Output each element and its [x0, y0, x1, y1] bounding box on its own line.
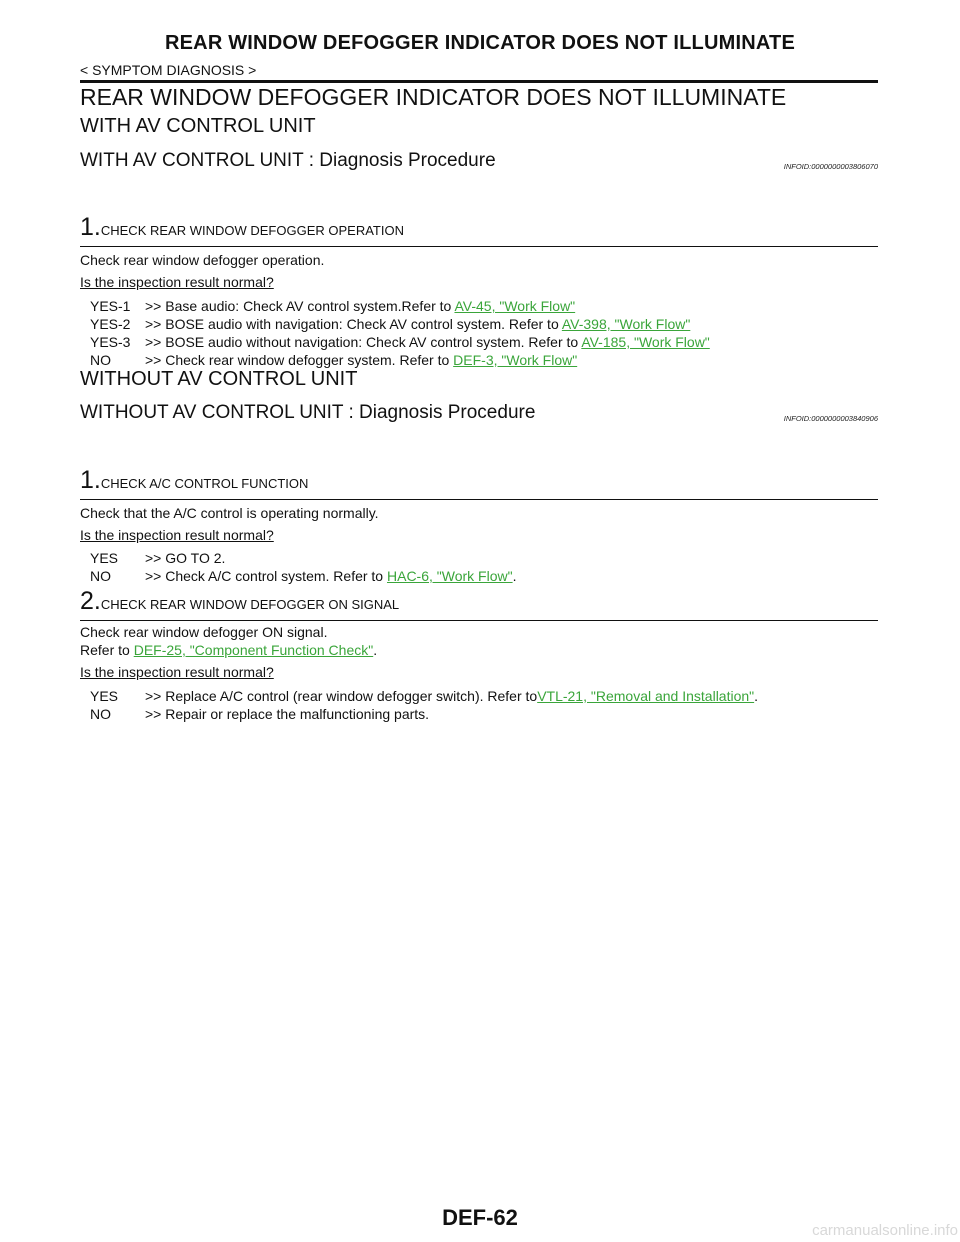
answer-text: >> Base audio: Check AV control system.R…	[145, 298, 455, 314]
step-number: 2	[80, 587, 94, 615]
answer-text: >> BOSE audio with navigation: Check AV …	[145, 316, 562, 332]
answer-text: >> Check A/C control system. Refer to	[145, 568, 387, 584]
answer-suffix: .	[512, 568, 517, 584]
without-av-step-1-question: Is the inspection result normal?	[80, 527, 274, 543]
reference-link[interactable]: AV-45, "Work Flow"	[454, 298, 576, 314]
refer-suffix: .	[373, 642, 378, 658]
with-av-step-1-heading: 1.CHECK REAR WINDOW DEFOGGER OPERATION	[80, 213, 404, 241]
answer-key: YES-1	[90, 298, 131, 314]
header-divider	[80, 80, 878, 83]
step-title: CHECK A/C CONTROL FUNCTION	[100, 476, 309, 491]
answer-text: >> GO TO 2.	[145, 550, 226, 566]
without-av-step-2-instruction: Check rear window defogger ON signal.	[80, 624, 328, 640]
answer-row: NO>> Check A/C control system. Refer to …	[90, 568, 516, 584]
answer-key: YES	[90, 550, 119, 566]
answer-key: NO	[90, 352, 111, 368]
step-number: 1	[80, 466, 94, 494]
page-header-title: REAR WINDOW DEFOGGER INDICATOR DOES NOT …	[165, 32, 795, 54]
step-divider	[80, 620, 878, 621]
answer-text: >> Check rear window defogger system. Re…	[145, 352, 454, 368]
without-av-procedure-title: WITHOUT AV CONTROL UNIT : Diagnosis Proc…	[80, 402, 536, 423]
without-av-step-1-heading: 1.CHECK A/C CONTROL FUNCTION	[80, 466, 309, 494]
answer-row: YES-2 >> BOSE audio with navigation: Chec…	[90, 316, 690, 332]
answer-row: NO >> Repair or replace the malfunctionin…	[90, 706, 429, 722]
with-av-step-1-question: Is the inspection result normal?	[80, 274, 274, 290]
answer-key: YES	[90, 688, 119, 704]
reference-link[interactable]: DEF-25, "Component Function Check"	[133, 642, 374, 658]
reference-link[interactable]: AV-185, "Work Flow"	[581, 334, 710, 350]
reference-link[interactable]: HAC-6, "Work Flow"	[387, 568, 513, 584]
section-title: REAR WINDOW DEFOGGER INDICATOR DOES NOT …	[80, 84, 787, 110]
step-divider	[80, 246, 878, 247]
reference-link[interactable]: VTL-21, "Removal and Installation"	[537, 688, 755, 704]
reference-link[interactable]: DEF-3, "Work Flow"	[453, 352, 578, 368]
answer-row: YES >> Replace A/C control (rear window d…	[90, 688, 758, 704]
with-av-step-1-instruction: Check rear window defogger operation.	[80, 252, 325, 268]
with-av-procedure-title: WITH AV CONTROL UNIT : Diagnosis Procedu…	[80, 150, 496, 171]
answer-row: YES-1 >> Base audio: Check AV control sys…	[90, 298, 575, 314]
reference-link[interactable]: AV-398, "Work Flow"	[561, 316, 691, 332]
answer-key: YES-2	[90, 316, 131, 332]
answer-suffix: .	[754, 688, 759, 704]
answer-text: >> BOSE audio without navigation: Check …	[145, 334, 582, 350]
page-number: DEF-62	[442, 1205, 518, 1230]
answer-row: YES >> GO TO 2.	[90, 550, 225, 566]
with-av-infoid: INFOID:0000000003806070	[783, 162, 878, 171]
step-divider	[80, 499, 878, 500]
answer-text: >> Replace A/C control (rear window defo…	[145, 688, 538, 704]
without-av-heading: WITHOUT AV CONTROL UNIT	[80, 368, 358, 390]
without-av-step-1-instruction: Check that the A/C control is operating …	[80, 505, 379, 521]
answer-row: YES-3 >> BOSE audio without navigation: C…	[90, 334, 710, 350]
answer-key: YES-3	[90, 334, 131, 350]
without-av-step-2-question: Is the inspection result normal?	[80, 664, 274, 680]
refer-prefix: Refer to	[80, 642, 134, 658]
answer-row: NO >> Check rear window defogger system. …	[90, 352, 577, 368]
with-av-heading: WITH AV CONTROL UNIT	[80, 115, 316, 137]
step-title: CHECK REAR WINDOW DEFOGGER OPERATION	[100, 223, 404, 238]
step-title: CHECK REAR WINDOW DEFOGGER ON SIGNAL	[100, 597, 400, 612]
answer-key: NO	[90, 706, 111, 722]
answer-key: NO	[90, 568, 111, 584]
answer-text: >> Repair or replace the malfunctioning …	[145, 706, 430, 722]
breadcrumb: < SYMPTOM DIAGNOSIS >	[80, 62, 257, 78]
without-av-step-2-heading: 2.CHECK REAR WINDOW DEFOGGER ON SIGNAL	[80, 587, 400, 615]
without-av-infoid: INFOID:0000000003840906	[783, 414, 878, 423]
step-number: 1	[80, 213, 94, 241]
watermark: carmanualsonline.info	[812, 1222, 958, 1239]
without-av-step-2-refer: Refer to DEF-25, "Component Function Che…	[80, 642, 377, 658]
